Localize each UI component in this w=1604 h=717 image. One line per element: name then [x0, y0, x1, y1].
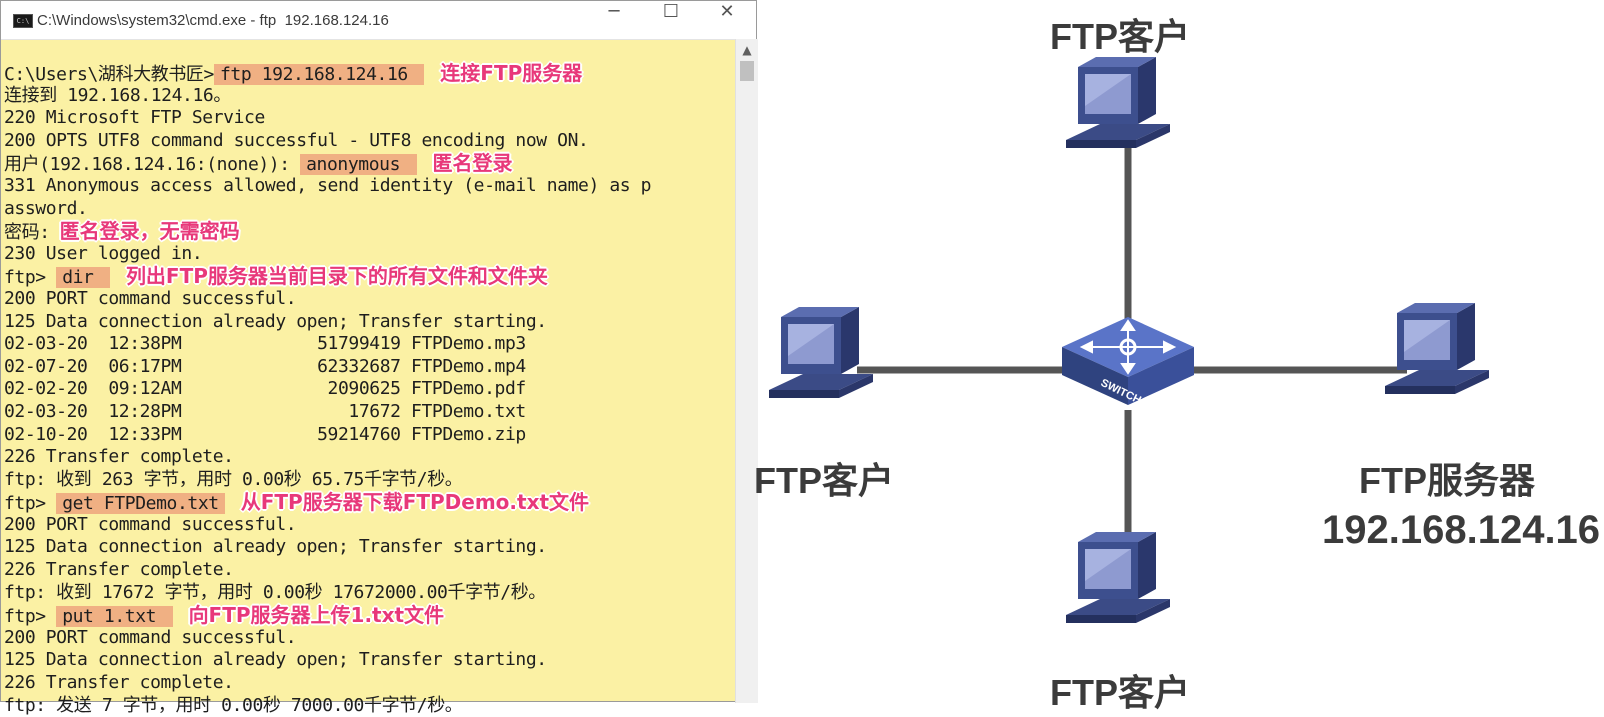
console-text: 125 Data connection already open; Transf…	[4, 649, 547, 671]
scroll-up-arrow-icon[interactable]: ▲	[742, 43, 752, 57]
console-text: 125 Data connection already open; Transf…	[4, 310, 547, 332]
console-text: 02-03-20 12:38PM 51799419 FTPDemo.mp3	[4, 333, 526, 355]
console-text: 02-07-20 06:17PM 62332687 FTPDemo.mp4	[4, 355, 526, 377]
console-text: 02-10-20 12:33PM 59214760 FTPDemo.zip	[4, 423, 526, 445]
typed-command: dir	[56, 267, 110, 289]
console-line: ftp> put 1.txt 向FTP服务器上传1.txt文件	[4, 603, 732, 628]
console-line: 02-03-20 12:28PM 17672 FTPDemo.txt	[4, 401, 732, 424]
server-ip-label: 192.168.124.16	[1322, 508, 1601, 552]
client-top-label: FTP客户	[1050, 16, 1190, 57]
console-line: assword.	[4, 198, 732, 221]
console-text: 230 User logged in.	[4, 242, 203, 264]
close-button[interactable]: ✕	[719, 1, 735, 22]
console-text: 226 Transfer complete.	[4, 559, 234, 581]
console-line: 200 OPTS UTF8 command successful - UTF8 …	[4, 130, 732, 153]
console-line: C:\Users\湖科大教书匠>ftp 192.168.124.16 连接FTP…	[4, 62, 732, 85]
console-text: C:\Users\湖科大教书匠>	[4, 64, 214, 85]
console-text: ftp: 发送 7 字节，用时 0.00秒 7000.00千字节/秒。	[4, 694, 463, 716]
console-text: 125 Data connection already open; Transf…	[4, 536, 547, 558]
console-text: ftp>	[4, 267, 57, 289]
console-line: ftp: 发送 7 字节，用时 0.00秒 7000.00千字节/秒。	[4, 695, 732, 717]
maximize-button[interactable]: ☐	[662, 1, 680, 22]
console-text: ftp>	[4, 493, 57, 515]
console-text: 226 Transfer complete.	[4, 672, 234, 694]
typed-command: put 1.txt	[56, 606, 173, 628]
console-line: 用户(192.168.124.16:(none)): anonymous 匿名登…	[4, 151, 732, 176]
console-text: 220 Microsoft FTP Service	[4, 107, 265, 129]
console-text: assword.	[4, 197, 88, 219]
console-line: 连接到 192.168.124.16。	[4, 85, 732, 108]
client-bottom-label: FTP客户	[1050, 672, 1190, 713]
console-line: 220 Microsoft FTP Service	[4, 107, 732, 130]
console-text: 200 PORT command successful.	[4, 287, 297, 309]
console-text: 200 PORT command successful.	[4, 513, 297, 535]
window-title: C:\Windows\system32\cmd.exe - ftp 192.16…	[37, 12, 389, 29]
console-line: 226 Transfer complete.	[4, 446, 732, 469]
console-text: ftp: 收到 263 字节，用时 0.00秒 65.75千字节/秒。	[4, 468, 463, 490]
console-line: 226 Transfer complete.	[4, 559, 732, 582]
console-line: 02-10-20 12:33PM 59214760 FTPDemo.zip	[4, 424, 732, 447]
console-output[interactable]: C:\Users\湖科大教书匠>ftp 192.168.124.16 连接FTP…	[4, 62, 732, 717]
console-line: 226 Transfer complete.	[4, 672, 732, 695]
console-line: ftp: 收到 263 字节，用时 0.00秒 65.75千字节/秒。	[4, 469, 732, 492]
console-text: 02-02-20 09:12AM 2090625 FTPDemo.pdf	[4, 378, 526, 400]
topology-graphic: SWITCH	[769, 57, 1489, 623]
minimize-button[interactable]: ─	[608, 1, 620, 22]
console-line: 密码: 匿名登录，无需密码	[4, 220, 732, 243]
annotation-note: 连接FTP服务器	[440, 61, 583, 85]
console-line: ftp: 收到 17672 字节，用时 0.00秒 17672000.00千字节…	[4, 582, 732, 605]
client-top-computer-icon	[1066, 57, 1170, 148]
scroll-thumb[interactable]	[740, 61, 754, 81]
console-text: 连接到 192.168.124.16。	[4, 84, 231, 106]
typed-command: get FTPDemo.txt	[56, 493, 225, 515]
console-text: 02-03-20 12:28PM 17672 FTPDemo.txt	[4, 400, 526, 422]
annotation-note: 列出FTP服务器当前目录下的所有文件和文件夹	[125, 264, 548, 289]
network-diagram: SWITCH FTP客户 FTP客户 FTP服务器 192.168.124.16…	[754, 0, 1604, 713]
server-computer-icon	[1385, 303, 1489, 394]
client-bottom-computer-icon	[1066, 532, 1170, 623]
cmd-icon: C:\	[13, 14, 33, 28]
annotation-note: 从FTP服务器下载FTPDemo.txt文件	[240, 490, 590, 515]
console-line: 200 PORT command successful.	[4, 514, 732, 537]
console-line: 02-07-20 06:17PM 62332687 FTPDemo.mp4	[4, 356, 732, 379]
console-text: ftp: 收到 17672 字节，用时 0.00秒 17672000.00千字节…	[4, 581, 546, 603]
console-text: 用户(192.168.124.16:(none)):	[4, 154, 301, 176]
cmd-window: C:\ C:\Windows\system32\cmd.exe - ftp 19…	[0, 0, 758, 716]
typed-command: ftp 192.168.124.16	[213, 64, 425, 85]
console-text: 331 Anonymous access allowed, send ident…	[4, 174, 652, 196]
console-line: 02-02-20 09:12AM 2090625 FTPDemo.pdf	[4, 378, 732, 401]
console-line: ftp> get FTPDemo.txt 从FTP服务器下载FTPDemo.txt…	[4, 490, 732, 515]
server-label: FTP服务器	[1359, 460, 1535, 501]
annotation-note: 匿名登录，无需密码	[59, 219, 240, 244]
console-line: 125 Data connection already open; Transf…	[4, 311, 732, 334]
typed-command: anonymous	[300, 154, 417, 176]
console-text: ftp>	[4, 606, 57, 628]
client-left-computer-icon	[769, 307, 873, 398]
client-left-label: FTP客户	[754, 460, 894, 501]
console-line: ftp> dir 列出FTP服务器当前目录下的所有文件和文件夹	[4, 264, 732, 289]
console-line: 331 Anonymous access allowed, send ident…	[4, 175, 732, 198]
annotation-note: 匿名登录	[432, 151, 513, 176]
console-text: 200 PORT command successful.	[4, 626, 297, 648]
console-line: 125 Data connection already open; Transf…	[4, 536, 732, 559]
console-text: 密码:	[4, 222, 50, 244]
console-text: 200 OPTS UTF8 command successful - UTF8 …	[4, 129, 589, 151]
console-text: 226 Transfer complete.	[4, 446, 234, 468]
vertical-scrollbar[interactable]: ▲	[735, 39, 758, 703]
title-bar[interactable]: C:\ C:\Windows\system32\cmd.exe - ftp 19…	[1, 1, 756, 40]
console-line: 200 PORT command successful.	[4, 627, 732, 650]
console-line: 02-03-20 12:38PM 51799419 FTPDemo.mp3	[4, 333, 732, 356]
console-line: 125 Data connection already open; Transf…	[4, 649, 732, 672]
console-line: 230 User logged in.	[4, 243, 732, 266]
console-line: 200 PORT command successful.	[4, 288, 732, 311]
annotation-note: 向FTP服务器上传1.txt文件	[188, 603, 445, 628]
switch-icon: SWITCH	[1062, 317, 1194, 407]
